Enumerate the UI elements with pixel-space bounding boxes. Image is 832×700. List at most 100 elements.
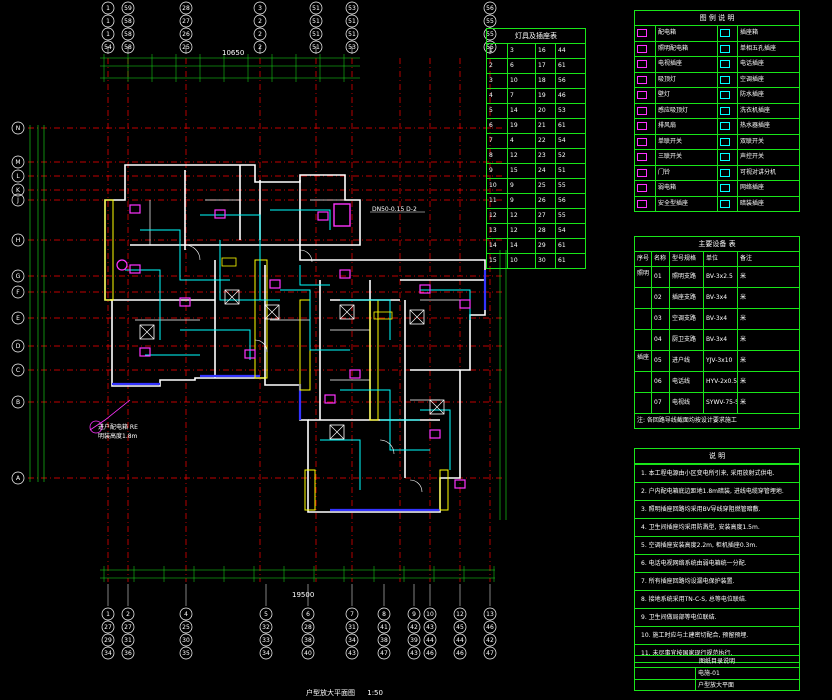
legend-label: 防水插座	[737, 88, 799, 103]
axis-bubble-circle	[179, 27, 193, 41]
structural-column	[104, 199, 114, 301]
table-cell: 17	[535, 59, 555, 73]
note-item: 8. 接地系统采用TN-C-S, 总等电位联结.	[635, 590, 799, 608]
table-cell: 3	[489, 77, 493, 84]
table-cell: 5	[489, 107, 493, 114]
axis-bubble-label: 51	[312, 5, 320, 12]
note-item: 7. 所有插座回路均设漏电保护装置.	[635, 572, 799, 590]
title-block-swatch	[635, 668, 695, 679]
axis-bubble-label: 46	[426, 650, 434, 657]
table-cell: 1	[489, 47, 493, 54]
legend-symbol	[717, 165, 737, 180]
axis-bubble-label: 45	[456, 624, 464, 631]
legend-symbol	[635, 150, 655, 165]
table-cell: 19	[535, 89, 555, 103]
note-item: 11. 未尽事宜按国家现行规范执行.	[635, 644, 799, 662]
axis-bubble-label: 34	[262, 650, 270, 657]
axis-bubble-circle	[423, 646, 437, 660]
electrical-device	[324, 394, 336, 404]
axis-bubble-label: 38	[380, 637, 388, 644]
table-cell: 22	[535, 134, 555, 148]
light-fixture-cross	[264, 304, 280, 320]
legend-symbol	[717, 103, 737, 118]
floor-plan	[89, 164, 487, 513]
table-cell: 15	[489, 257, 497, 264]
axis-bubble-circle	[11, 193, 25, 207]
axis-bubble-bottom: 29	[101, 633, 115, 647]
axis-bubble-top: 1	[101, 14, 115, 28]
axis-bubble-label: 51	[312, 31, 320, 38]
legend-row: 三联开关声控开关	[635, 149, 799, 165]
axis-bubble-left: E	[11, 311, 25, 325]
legend-label: 插座箱	[737, 26, 799, 41]
annotation-leader	[89, 399, 131, 431]
axis-bubble-circle	[377, 633, 391, 647]
electrical-device	[129, 264, 141, 274]
table-cell: 18	[535, 74, 555, 88]
axis-bubble-label: 5	[264, 611, 268, 618]
legend-symbol	[717, 72, 737, 87]
axis-bubble-bottom: 31	[345, 620, 359, 634]
table-cell: 04	[651, 330, 669, 350]
electrical-device	[269, 279, 281, 289]
axis-bubble-left: H	[11, 233, 25, 247]
note-item: 1. 本工程电源由小区变电所引来, 采用放射式供电.	[635, 464, 799, 482]
note-item: 10. 施工时应与土建密切配合, 预留预埋.	[635, 626, 799, 644]
legend-label: 感应吸顶灯	[655, 103, 717, 118]
axis-bubble-label: 8	[382, 611, 386, 618]
axis-bubble-label: 28	[182, 5, 190, 12]
table-cell: 15	[507, 164, 535, 178]
axis-bubble-circle	[453, 607, 467, 621]
axis-bubble-label: 31	[124, 637, 132, 644]
note-item: 3. 照明插座回路均采用BV导线穿阻燃管暗敷.	[635, 500, 799, 518]
axis-bubble-top: 2	[253, 14, 267, 28]
light-fixture-cross	[224, 289, 240, 305]
table-cell: HYV-2x0.5	[703, 372, 737, 392]
legend-symbol	[717, 41, 737, 56]
axis-bubble-top: 58	[121, 27, 135, 41]
axis-bubble-bottom: 47	[483, 646, 497, 660]
axis-bubble-bottom: 4	[179, 607, 193, 621]
electrical-device	[349, 369, 361, 379]
axis-bubble-top: 3	[253, 1, 267, 15]
table-cell: 21	[535, 119, 555, 133]
axis-bubble-circle	[11, 285, 25, 299]
door-swing	[299, 249, 313, 263]
table-cell: 9	[489, 167, 493, 174]
axis-bubble-bottom: 27	[121, 620, 135, 634]
axis-bubble-circle	[377, 646, 391, 660]
axis-bubble-left: K	[11, 183, 25, 197]
wiring-circuit	[420, 409, 451, 470]
annotation-left: 进户配电箱 RE	[98, 424, 138, 431]
annotation-marker	[89, 420, 103, 434]
table-cell: 10	[489, 182, 497, 189]
axis-bubble-bottom: 30	[179, 633, 193, 647]
table-cell: 6	[507, 59, 535, 73]
axis-bubble-label: G	[16, 273, 21, 280]
axis-bubble-circle	[407, 620, 421, 634]
axis-bubble-label: 36	[124, 650, 132, 657]
axis-bubble-bottom: 38	[301, 633, 315, 647]
axis-bubble-circle	[179, 14, 193, 28]
axis-bubble-top: 53	[345, 1, 359, 15]
wiring-circuit	[270, 209, 331, 230]
axis-bubble-label: 42	[486, 637, 494, 644]
axis-bubble-bottom: 7	[345, 607, 359, 621]
axis-bubble-bottom: 41	[377, 620, 391, 634]
table-cell: 25	[535, 179, 555, 193]
axis-bubble-circle	[179, 1, 193, 15]
axis-bubble-circle	[483, 620, 497, 634]
table-cell: 6	[489, 122, 493, 129]
axis-bubble-bottom: 46	[453, 646, 467, 660]
notes-title: 说 明	[635, 449, 799, 464]
axis-bubble-label: 44	[456, 637, 464, 644]
axis-bubble-bottom: 34	[259, 646, 273, 660]
table-cell: 8	[489, 152, 493, 159]
axis-bubble-circle	[253, 14, 267, 28]
table-group-cell: 插座	[637, 354, 650, 361]
table-cell: 电话线	[669, 372, 703, 392]
light-fixture-cross	[339, 304, 355, 320]
legend-symbol	[635, 197, 655, 212]
